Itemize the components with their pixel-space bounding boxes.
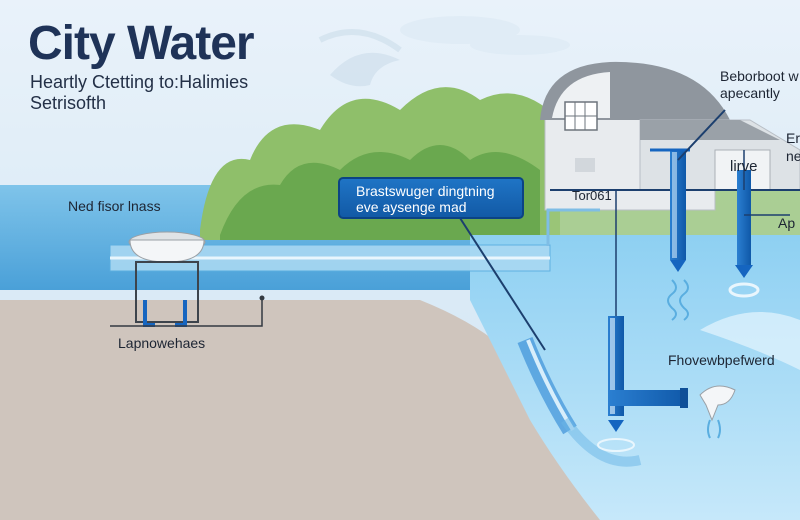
subtitle-line-2: Setrisofth xyxy=(30,93,107,113)
outlet-label: Fhovewbpefwerd xyxy=(668,352,775,368)
top-right-line-1: Beborboot w xyxy=(720,68,799,84)
bubbles xyxy=(597,279,760,452)
callout-box: Brastswuger dingtning eve aysenge mad xyxy=(338,177,524,219)
bird-icon xyxy=(318,29,402,87)
edge-label-3: Ap xyxy=(778,215,796,231)
water-shine xyxy=(700,312,800,370)
callout-line-2: eve aysenge mad xyxy=(356,199,467,215)
descending-pipe xyxy=(517,337,642,467)
plant-door-label: Tor061 xyxy=(572,188,612,203)
callout-line-1: Brastswuger dingtning xyxy=(356,183,495,199)
ground xyxy=(0,300,620,520)
top-right-label: Beborboot w apecantly xyxy=(720,68,799,102)
callout-leader xyxy=(459,217,546,351)
subtitle: Heartly Ctetting to:Halimies Setrisofth xyxy=(30,72,290,114)
edge-label-2: ne xyxy=(786,148,800,164)
pipe-base-label: Lapnowehaes xyxy=(118,335,206,351)
tank-label: Ned fisor lnass xyxy=(68,198,161,214)
outlet-fixture xyxy=(699,385,736,439)
l-pipe xyxy=(608,190,688,432)
cloud-icon xyxy=(400,16,570,55)
water-pool xyxy=(470,235,800,520)
plant-sign-label: lirve xyxy=(730,158,758,175)
top-right-line-2: apecantly xyxy=(720,85,780,101)
subtitle-line-1: Heartly Ctetting to:Halimies xyxy=(30,72,249,92)
plant-outflow-pipes xyxy=(650,109,790,278)
edge-label-1: Er xyxy=(786,130,800,146)
storage-tank xyxy=(110,231,265,327)
page-title: City Water xyxy=(28,17,255,70)
